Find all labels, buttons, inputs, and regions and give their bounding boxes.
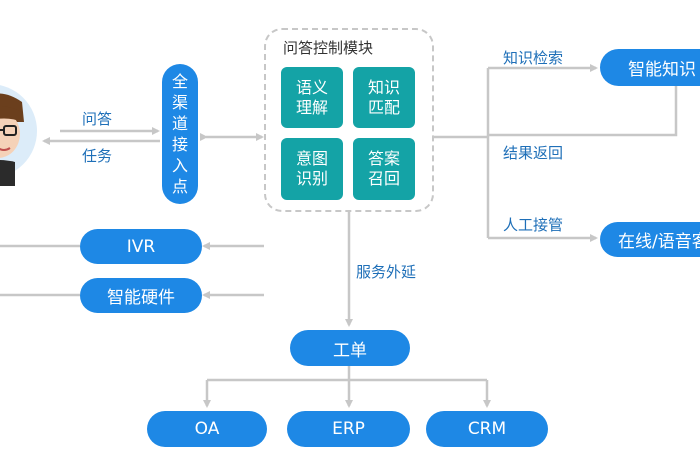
tile-line: 匹配 [367, 97, 400, 117]
label-task: 任务 [82, 147, 113, 165]
channel-entry-char: 全 [171, 72, 188, 91]
tile-line: 语义 [295, 77, 328, 97]
qa-module-title: 问答控制模块 [283, 39, 374, 57]
node-erp: ERP [287, 411, 410, 447]
channel-entry-char: 渠 [171, 93, 188, 112]
label-service-extension: 服务外延 [356, 263, 417, 281]
line-result-return [488, 86, 678, 137]
label-result-return: 结果返回 [503, 144, 564, 162]
channel-entry-char: 接 [171, 135, 188, 154]
node-ivr: IVR [80, 229, 202, 264]
node-online-voice: 在线/语音客 [600, 222, 700, 257]
user-avatar-icon [0, 85, 37, 186]
tile-line: 召回 [367, 169, 400, 188]
tile-semantic-understanding: 语义 理解 [281, 67, 343, 128]
node-smart-knowledge: 智能知识 [600, 49, 700, 86]
channel-entry-point: 全 渠 道 接 入 点 [162, 64, 198, 204]
tile-intent-recognition: 意图 识别 [281, 138, 343, 200]
node-smart-hardware: 智能硬件 [80, 278, 202, 313]
node-work-order: 工单 [290, 330, 410, 366]
channel-entry-char: 点 [171, 177, 188, 196]
channel-entry-char: 道 [171, 114, 188, 133]
node-oa: OA [147, 411, 267, 447]
tile-line: 识别 [295, 169, 328, 188]
label-qa: 问答 [82, 110, 113, 128]
label-knowledge-search: 知识检索 [503, 49, 564, 67]
tile-answer-recall: 答案 召回 [353, 138, 415, 200]
tile-line: 理解 [295, 97, 328, 117]
tile-knowledge-matching: 知识 匹配 [353, 67, 415, 128]
node-crm: CRM [426, 411, 548, 447]
tile-line: 知识 [367, 77, 400, 97]
label-manual-takeover: 人工接管 [503, 216, 564, 234]
tile-line: 意图 [295, 149, 328, 168]
channel-entry-char: 入 [171, 156, 188, 175]
tile-line: 答案 [367, 149, 400, 168]
